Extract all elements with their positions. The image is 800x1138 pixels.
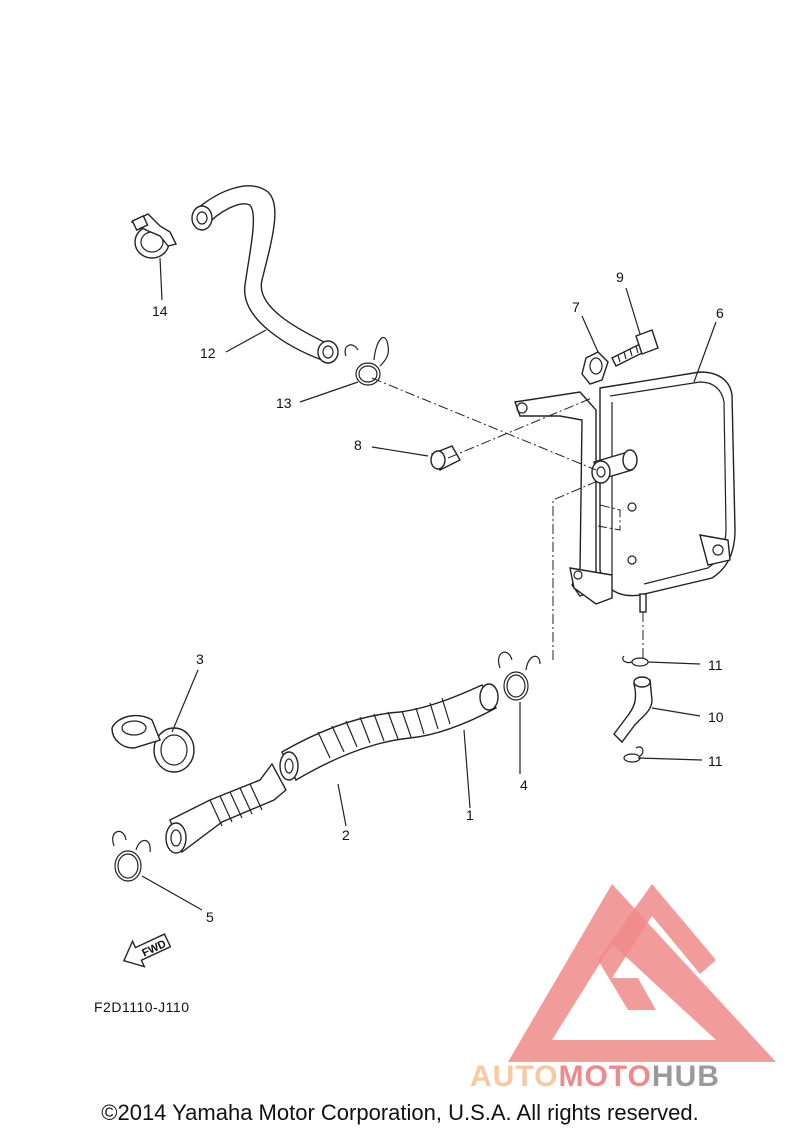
callout-3: 3 (196, 651, 204, 667)
reference-code: F2D1110-J110 (94, 999, 190, 1015)
callout-9: 9 (616, 269, 624, 285)
clip-5-illustration (112, 830, 151, 882)
callout-5: 5 (206, 909, 214, 925)
bolt-9-illustration (611, 329, 659, 367)
callout-1: 1 (466, 807, 474, 823)
hose-10-illustration (613, 676, 653, 744)
assembly-lines (371, 377, 644, 660)
leader-lines (141, 257, 717, 911)
callout-7: 7 (572, 299, 580, 315)
hose-12-illustration (191, 185, 339, 364)
callout-6: 6 (716, 305, 724, 321)
grommet-7-illustration (581, 351, 609, 385)
clamp-14-illustration (130, 213, 178, 259)
watermark-triangle-icon (508, 884, 776, 1062)
watermark-word-moto: MOTO (558, 1060, 651, 1093)
callout-12: 12 (200, 345, 216, 361)
watermark-word-auto: AUTO (470, 1060, 558, 1093)
callout-4: 4 (520, 777, 528, 793)
svg-text:AUTOMOTOHUB: AUTOMOTOHUB (470, 1060, 720, 1093)
watermark-logo: AUTOMOTOHUB (470, 884, 776, 1093)
copyright-notice: ©2014 Yamaha Motor Corporation, U.S.A. A… (101, 1100, 699, 1125)
hose-1-illustration (279, 683, 499, 781)
callout-10: 10 (708, 709, 724, 725)
watermark-inner-shape-icon (598, 884, 716, 1010)
callout-2: 2 (342, 827, 350, 843)
callout-11-upper: 11 (708, 657, 723, 673)
callout-14: 14 (152, 303, 168, 319)
tank-6-illustration (514, 371, 736, 613)
callout-labels: 1 2 3 4 5 6 7 8 9 10 11 11 12 13 14 (152, 269, 724, 925)
clip-4-illustration (498, 651, 541, 701)
clip-11-upper-illustration (622, 655, 649, 667)
collar-8-illustration (430, 445, 461, 471)
clip-13-illustration (344, 336, 389, 386)
watermark-word-hub: HUB (652, 1060, 720, 1093)
callout-11-lower: 11 (708, 753, 723, 769)
hose-2-illustration (165, 762, 287, 854)
clamp-3-illustration (111, 714, 195, 773)
clip-11-lower-illustration (623, 746, 644, 763)
callout-8: 8 (354, 437, 362, 453)
fwd-arrow-icon: FWD (122, 933, 172, 968)
callout-13: 13 (276, 395, 292, 411)
fwd-label: FWD (140, 938, 168, 959)
